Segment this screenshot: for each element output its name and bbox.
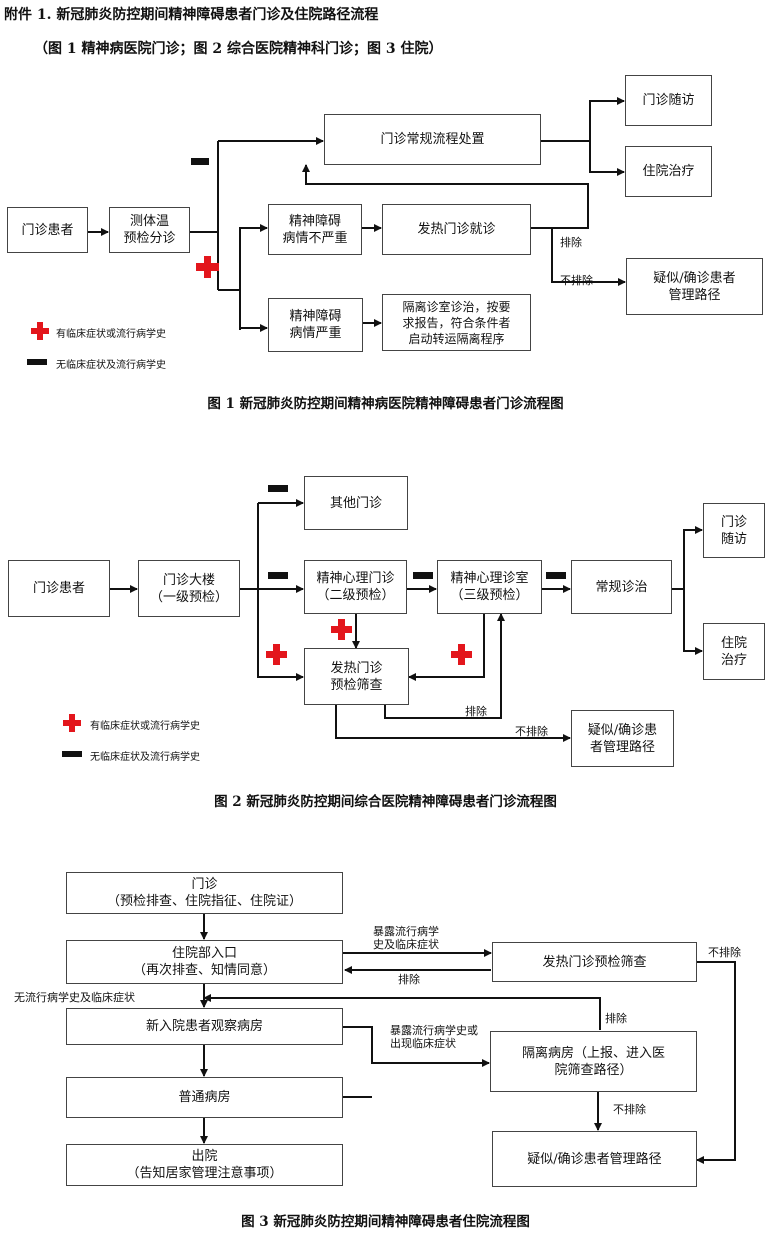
fig1-label-exclude: 排除 (560, 236, 582, 249)
fig1-caption: 图 1 新冠肺炎防控期间精神病医院精神障碍患者门诊流程图 (207, 396, 564, 412)
fig3-label-exposure2: 暴露流行病学史或 出现临床症状 (390, 1024, 478, 1050)
fig3-box-isolation: 隔离病房（上报、进入医 院筛查路径） (490, 1031, 697, 1092)
legend2-red-text: 有临床症状或流行病学史 (90, 721, 200, 732)
fig2-red-cross-room (451, 644, 472, 665)
legend1-red-cross (31, 322, 49, 340)
fig1-box-patient: 门诊患者 (7, 207, 88, 253)
fig2-box-followup: 门诊 随访 (703, 503, 765, 558)
fig1-box-mild: 精神障碍 病情不严重 (268, 204, 362, 255)
fig2-caption: 图 2 新冠肺炎防控期间综合医院精神障碍患者门诊流程图 (214, 794, 557, 810)
fig1-box-suspect: 疑似/确诊患者 管理路径 (626, 258, 763, 315)
fig2-box-room: 精神心理诊室 （三级预检） (437, 560, 542, 614)
fig1-box-followup: 门诊随访 (625, 75, 712, 126)
fig3-label-no-history: 无流行病学史及临床症状 (14, 991, 135, 1004)
fig1-box-inpatient: 住院治疗 (625, 146, 712, 197)
fig1-box-severe: 精神障碍 病情严重 (268, 298, 363, 352)
fig3-label-exposure1: 暴露流行病学 史及临床症状 (373, 925, 439, 951)
fig1-box-isolation: 隔离诊室诊治，按要 求报告，符合条件者 启动转运隔离程序 (382, 294, 531, 351)
fig2-label-exclude: 排除 (465, 705, 487, 718)
fig1-label-not-exclude: 不排除 (560, 274, 593, 287)
legend1-black-text: 无临床症状及流行病学史 (56, 360, 166, 371)
legend1-red-text: 有临床症状或流行病学史 (56, 329, 166, 340)
fig3-box-fever: 发热门诊预检筛查 (492, 942, 697, 982)
fig2-black-bar-other (268, 485, 288, 492)
fig3-box-entrance: 住院部入口 （再次排查、知情同意） (66, 940, 343, 984)
fig2-black-bar-clinic (268, 572, 288, 579)
fig2-red-cross-clinic (331, 619, 352, 640)
fig2-black-bar-routine (546, 572, 566, 579)
fig3-box-outpatient: 门诊 （预检排查、住院指征、住院证） (66, 872, 343, 914)
legend1-black-bar (27, 359, 47, 365)
fig1-arrow-to-mild (239, 224, 268, 290)
legend2-red-cross (63, 714, 81, 732)
fig3-caption: 图 3 新冠肺炎防控期间精神障碍患者住院流程图 (241, 1214, 530, 1230)
fig1-arrow-to-suspect (551, 228, 626, 286)
legend2-black-text: 无临床症状及流行病学史 (90, 752, 200, 763)
fig3-label-exclude2: 排除 (605, 1012, 627, 1025)
fig1-red-cross (196, 256, 219, 278)
fig2-arrow-to-followup (683, 526, 703, 589)
fig1-box-triage: 测体温 预检分诊 (109, 207, 190, 253)
fig2-arrow-room-fever (408, 614, 485, 681)
fig3-arrow-fever-suspect (696, 961, 736, 1164)
fig3-box-discharge: 出院 （告知居家管理注意事项） (66, 1144, 343, 1186)
fig2-arrow-exclude-back (384, 613, 505, 719)
fig2-box-building: 门诊大楼 （一级预检） (138, 560, 240, 617)
fig3-label-not-exclude: 不排除 (708, 946, 741, 959)
page-subtitle: （图 1 精神病医院门诊；图 2 综合医院精神科门诊；图 3 住院） (34, 41, 443, 57)
fig1-arrow-to-inpatient (589, 141, 625, 176)
fig2-label-not-exclude: 不排除 (515, 725, 548, 738)
fig1-box-routine: 门诊常规流程处置 (324, 114, 541, 165)
fig2-box-routine: 常规诊治 (571, 560, 672, 614)
fig3-arrow-isolation-exclude (203, 994, 601, 1030)
fig3-label-exclude: 排除 (398, 973, 420, 986)
fig1-arrow-to-followup (589, 97, 625, 141)
fig2-box-patient: 门诊患者 (8, 560, 110, 617)
fig3-box-ward: 普通病房 (66, 1077, 343, 1118)
fig2-red-cross-building (266, 644, 287, 665)
fig3-box-suspect: 疑似/确诊患者管理路径 (492, 1131, 697, 1187)
fig1-box-fever: 发热门诊就诊 (382, 204, 531, 255)
page-title: 附件 1. 新冠肺炎防控期间精神障碍患者门诊及住院路径流程 (4, 7, 379, 23)
legend2-black-bar (62, 751, 82, 757)
fig2-arrow-to-suspect (335, 705, 571, 742)
fig2-box-fever: 发热门诊 预检筛查 (304, 648, 409, 705)
fig2-box-clinic: 精神心理门诊 （二级预检） (304, 560, 407, 614)
fig2-black-bar-room (413, 572, 433, 579)
fig2-arrow-to-inpatient (683, 589, 703, 655)
fig3-label-not-exclude2: 不排除 (613, 1103, 646, 1116)
fig3-arrow-observe-isolation (343, 1026, 490, 1067)
fig2-box-other: 其他门诊 (304, 476, 408, 530)
fig3-box-observe: 新入院患者观察病房 (66, 1008, 343, 1045)
fig2-box-suspect: 疑似/确诊患 者管理路径 (571, 710, 674, 767)
fig2-box-inpatient: 住院 治疗 (703, 623, 765, 680)
fig1-arrow-exclude-back (302, 164, 589, 229)
fig1-black-bar (191, 158, 209, 165)
